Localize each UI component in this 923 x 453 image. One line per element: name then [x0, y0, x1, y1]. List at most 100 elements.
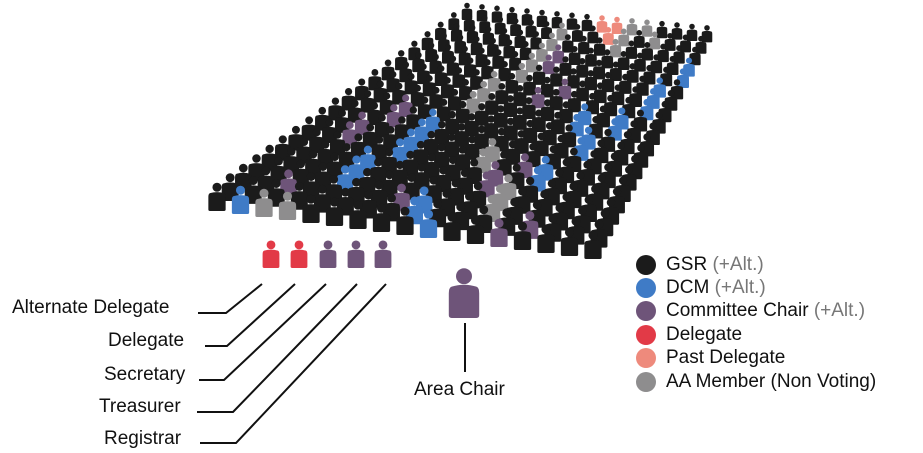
crowd-person: [513, 84, 527, 107]
legend-item: Past Delegate: [636, 347, 876, 370]
crowd-person: [546, 32, 558, 52]
crowd-person: [567, 90, 581, 113]
legend-label: Delegate: [666, 324, 742, 346]
crowd-person: [417, 63, 430, 85]
crowd-person: [601, 71, 615, 93]
crowd-person: [611, 16, 623, 34]
crowd-person: [670, 79, 684, 100]
legend-label-text: AA Member (Non Voting): [666, 370, 877, 392]
crowd-person: [609, 38, 622, 58]
label-alternate-delegate: Alternate Delegate: [12, 297, 170, 318]
crowd-person: [593, 37, 606, 56]
crowd-person: [338, 143, 355, 169]
callout-line: [205, 283, 296, 347]
crowd-person: [440, 76, 454, 99]
crowd-person: [652, 111, 666, 134]
crowd-person: [509, 51, 522, 71]
crowd-person: [657, 43, 669, 63]
crowd-person: [646, 88, 660, 109]
crowd-person: [680, 34, 692, 53]
crowd-person: [301, 116, 317, 141]
crowd-person: [503, 39, 516, 59]
crowd-person: [371, 135, 387, 161]
crowd-person: [701, 25, 713, 43]
crowd-person: [633, 29, 645, 48]
callout-line: [200, 283, 387, 444]
crowd-person: [542, 54, 555, 75]
crowd-person: [436, 98, 451, 122]
crowd-person: [556, 22, 568, 41]
crowd-person: [466, 215, 485, 244]
legend-label-note: (+Alt.): [712, 253, 764, 275]
crowd-person: [322, 118, 337, 144]
crowd-person: [581, 13, 593, 32]
crowd-person: [571, 24, 583, 42]
crowd-person: [552, 44, 565, 64]
crowd-person: [490, 218, 508, 247]
crowd-person: [604, 94, 618, 117]
crowd-person: [394, 116, 410, 140]
crowd-person: [328, 97, 343, 121]
crowd-person: [406, 106, 421, 130]
legend-item: GSR (+Alt.): [636, 253, 876, 276]
crowd-person: [447, 88, 462, 111]
crowd-person: [309, 128, 325, 154]
crowd-person: [578, 35, 590, 55]
crowd-person: [515, 62, 529, 84]
crowd-person: [593, 59, 606, 80]
crowd-person: [354, 111, 370, 136]
crowd-person: [641, 19, 653, 37]
legend-label-note: (+Alt.): [714, 277, 766, 299]
crowd-person: [503, 95, 518, 118]
crowd-person: [288, 125, 304, 151]
crowd-person: [629, 86, 642, 107]
crowd-person: [459, 78, 473, 101]
crowd-person: [296, 137, 312, 164]
crowd-person: [550, 66, 563, 87]
crowd-person: [584, 230, 602, 259]
crowd-person: [492, 49, 505, 69]
crowd-person: [585, 47, 597, 67]
legend-label: AA Member (Non Voting): [666, 371, 876, 393]
crowd-person: [532, 64, 546, 85]
crowd-person: [650, 54, 663, 74]
crowd-person: [615, 107, 629, 130]
crowd-person: [636, 75, 649, 96]
crowd-person: [568, 46, 581, 66]
crowd-person: [414, 118, 430, 143]
legend-label: Committee Chair (+Alt.): [666, 300, 865, 322]
crowd-person: [660, 66, 673, 87]
crowd-person: [404, 73, 418, 95]
crowd-person: [585, 92, 599, 115]
crowd-person: [673, 45, 685, 64]
crowd-person: [302, 194, 320, 223]
legend-swatch: [636, 371, 656, 392]
crowd-person: [434, 65, 448, 87]
crowd-person: [656, 20, 668, 39]
legend-label-text: Delegate: [666, 323, 743, 345]
crowd-person: [505, 72, 519, 94]
crowd-person: [374, 113, 390, 138]
crowd-person: [270, 157, 287, 184]
crowd-person: [283, 147, 300, 174]
crowd-person: [549, 88, 563, 111]
crowd-person: [396, 206, 414, 235]
crowd-person: [349, 200, 367, 229]
crowd-person: [559, 56, 572, 76]
crowd-person: [695, 35, 707, 54]
legend-item: DCM (+Alt.): [636, 276, 876, 299]
legend-swatch: [636, 348, 656, 369]
crowd-person: [466, 90, 480, 113]
crowd-person: [446, 55, 460, 76]
crowd-person: [560, 227, 579, 256]
crowd-person: [643, 64, 656, 85]
crowd-person: [523, 74, 536, 96]
crowd-person: [398, 94, 413, 117]
legend-label: DCM (+Alt.): [666, 277, 766, 299]
label-secretary: Secretary: [104, 364, 186, 385]
crowd-person: [562, 34, 574, 53]
crowd-person: [540, 76, 554, 98]
crowd-person: [445, 110, 460, 134]
crowd-person: [536, 42, 548, 62]
crowd-person: [512, 107, 527, 130]
